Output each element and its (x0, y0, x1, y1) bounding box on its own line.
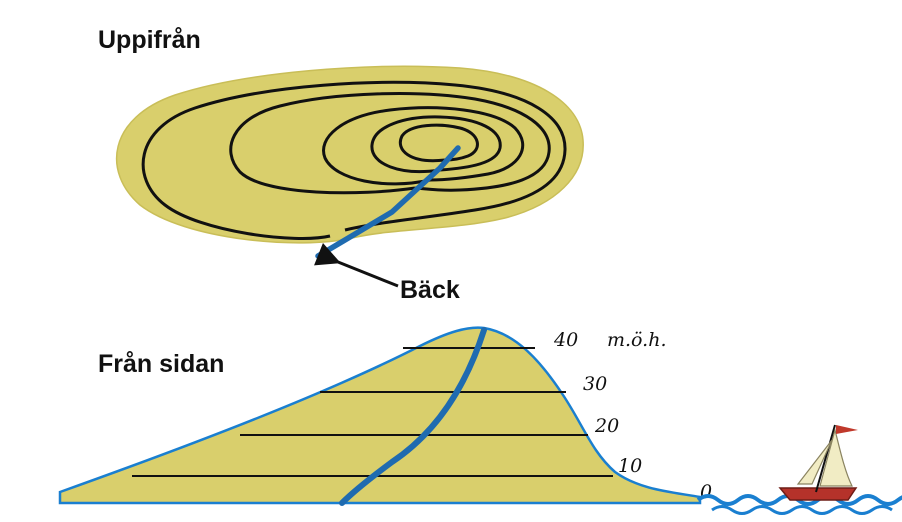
elevation-label-10: 10 (618, 455, 642, 477)
contour-line-top (398, 123, 479, 163)
elevation-unit: m.ö.h. (607, 329, 666, 351)
sea-waves-lower (711, 505, 893, 515)
sea-waves (696, 494, 902, 506)
top-view-title: Uppifrån (98, 26, 201, 54)
contour-line-2 (229, 92, 551, 195)
contour-line-4 (370, 115, 502, 174)
stream-label: Bäck (400, 276, 460, 304)
elevation-label-20: 20 (594, 415, 619, 437)
arrow-left-icon (314, 243, 399, 288)
side-view-title: Från sidan (98, 350, 224, 378)
sailboat-icon (778, 424, 858, 501)
elevation-label-30: 30 (583, 373, 607, 395)
hill-profile (58, 326, 702, 505)
contour-line-outer (141, 80, 567, 240)
stream-side-view (339, 327, 487, 506)
contour-line-3 (322, 106, 525, 186)
elevation-label-40: 40 (553, 329, 578, 351)
